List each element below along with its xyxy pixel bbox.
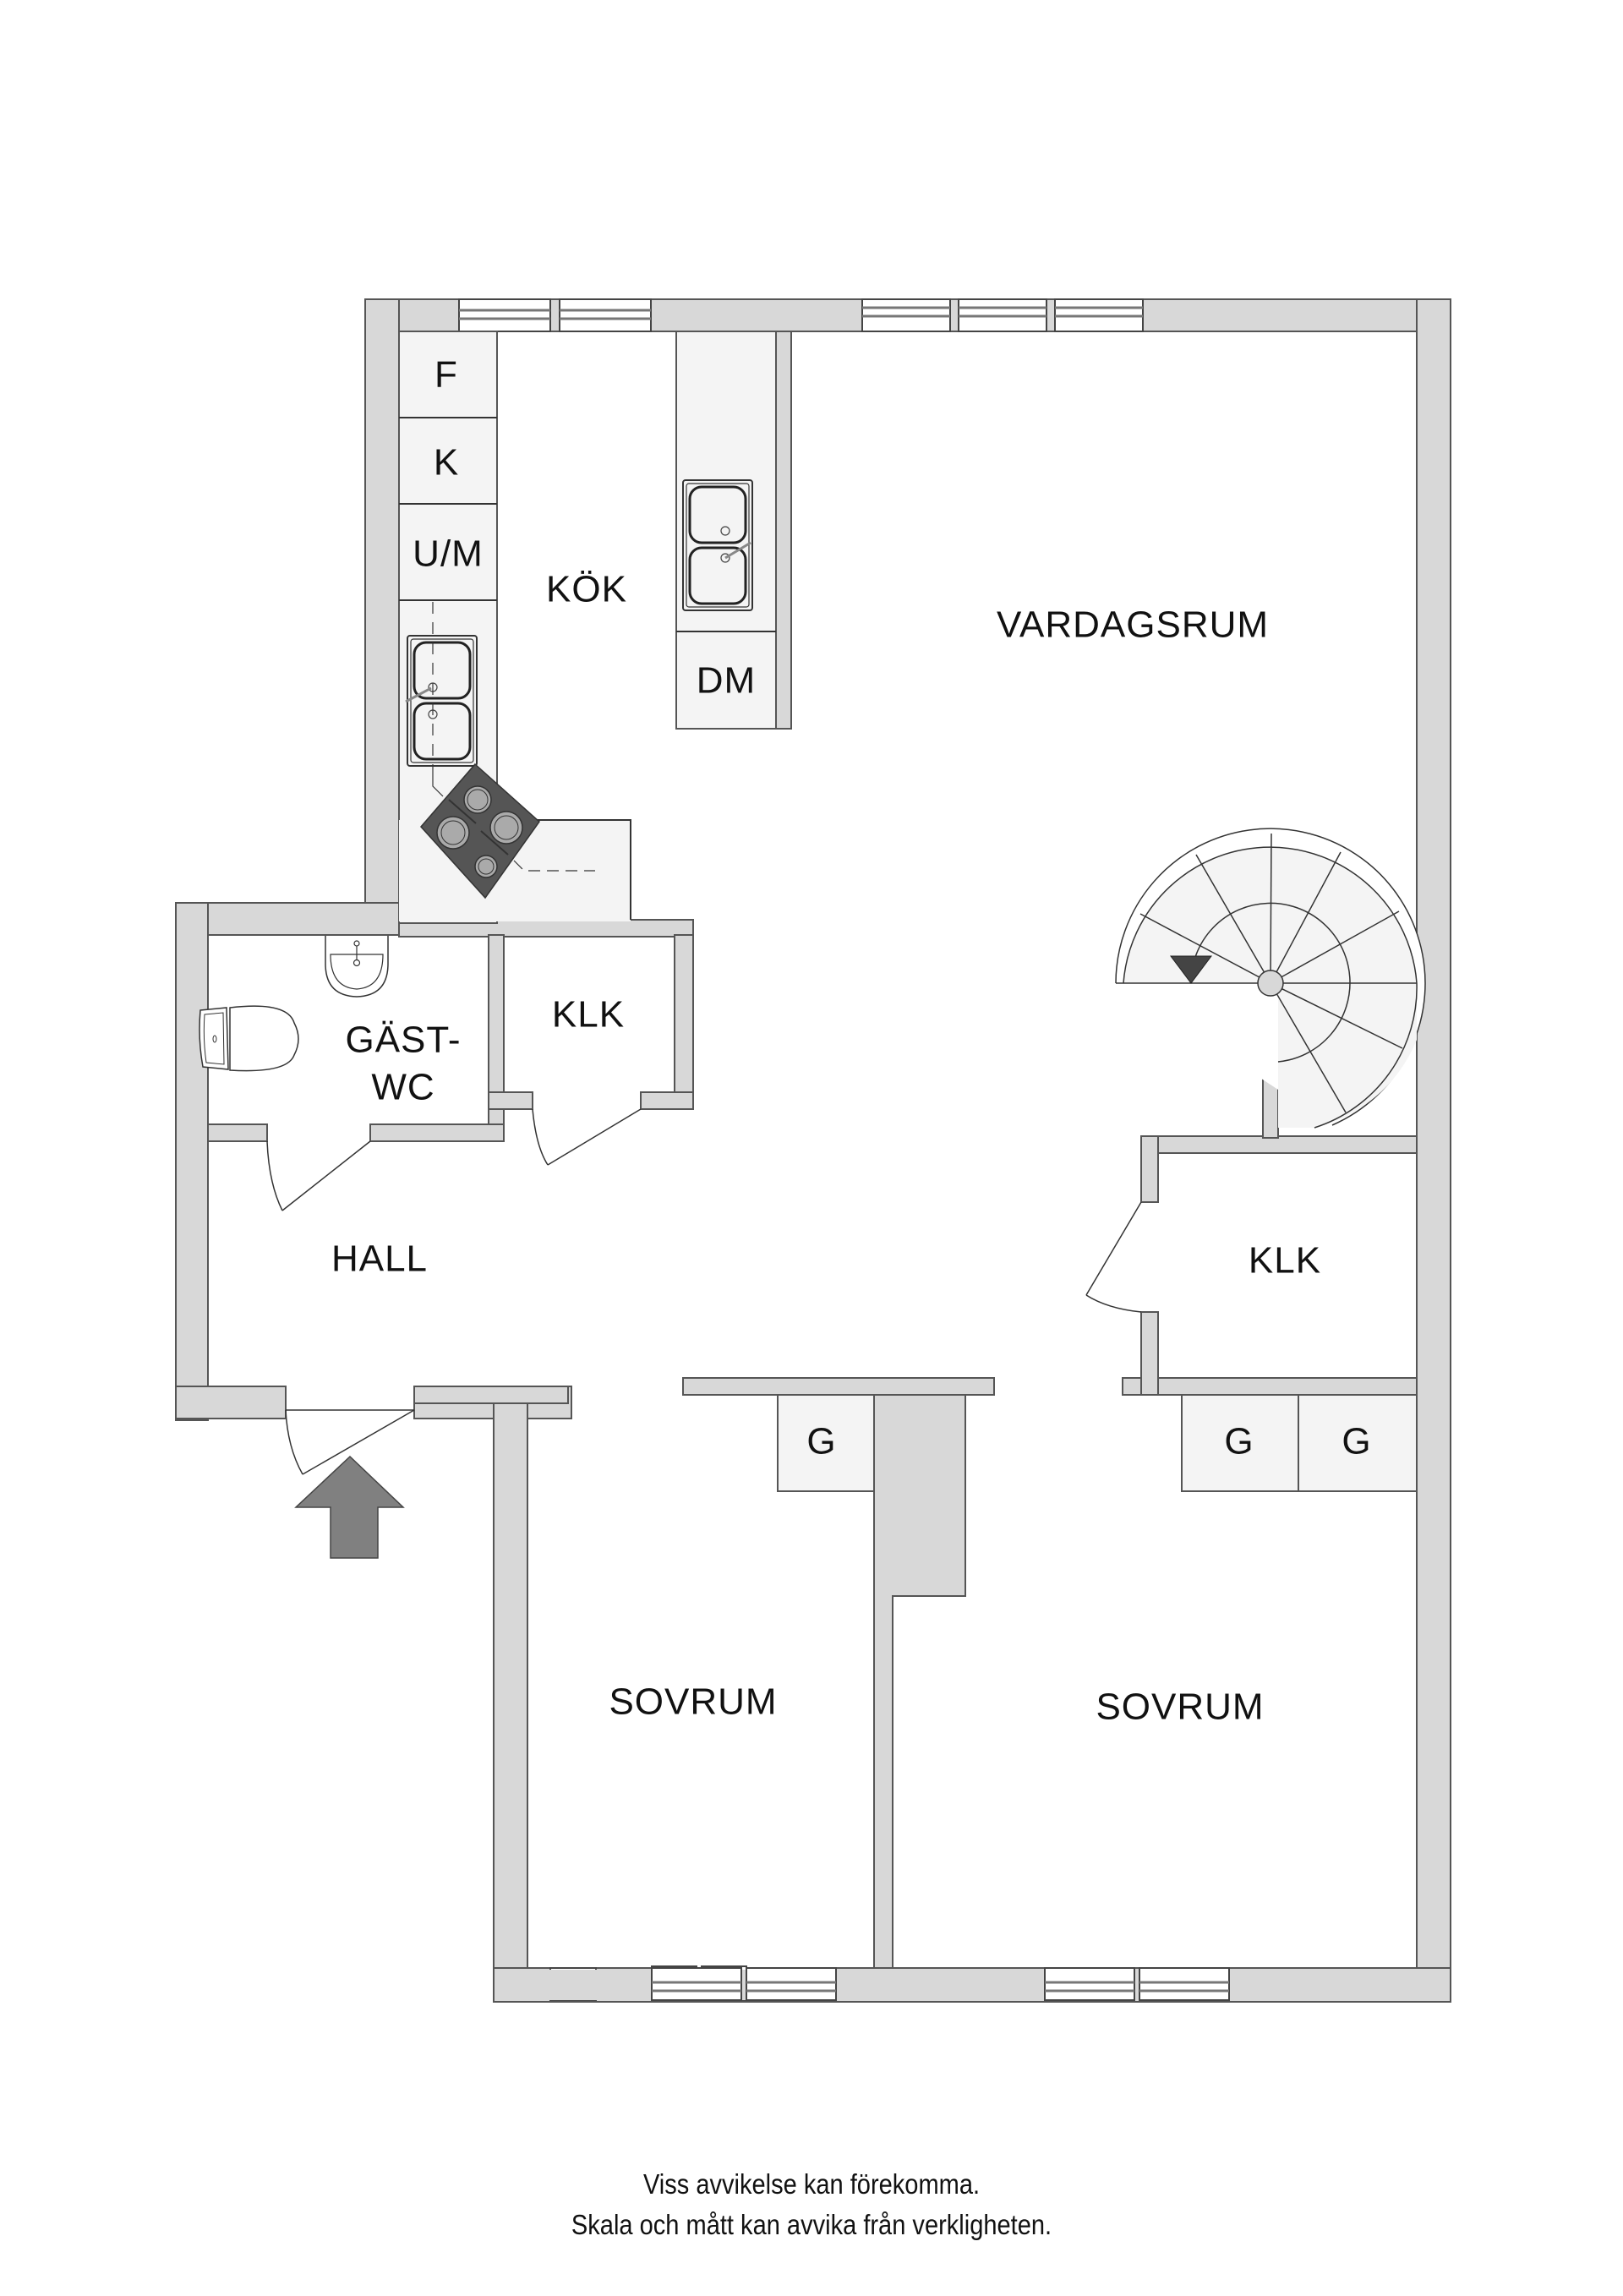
washbasin-icon <box>325 936 389 998</box>
freezer-label: K <box>434 442 459 484</box>
toilet-icon <box>199 1005 299 1072</box>
room-label-vardagsrum: VARDAGSRUM <box>997 604 1269 646</box>
spiral-stairs-icon <box>1115 828 1426 1129</box>
door-gast-wc <box>266 1140 371 1211</box>
walls <box>175 298 1451 2003</box>
window-top-living-2 <box>958 298 1047 332</box>
disclaimer-line-1: Viss avvikelse kan förekomma. <box>642 2168 981 2200</box>
room-label-gast-wc-line1: GÄST- <box>345 1020 461 1061</box>
wardrobe-right-1-label: G <box>1224 1421 1254 1462</box>
door-klk-left <box>532 1108 642 1166</box>
room-label-kok: KÖK <box>546 569 627 610</box>
dishwasher-cabinet: DM <box>697 660 756 702</box>
oven-micro-cabinet: U/M <box>413 533 484 575</box>
freezer-cabinet: K <box>434 442 459 484</box>
sink-left-icon <box>405 602 478 797</box>
room-label-sovrum-right: SOVRUM <box>1096 1686 1264 1728</box>
window-top-living-3 <box>1054 298 1144 332</box>
window-bottom-right-pair <box>1044 1967 1230 2001</box>
room-label-klk-right: KLK <box>1249 1240 1321 1282</box>
window-top-kitchen-2 <box>559 298 652 332</box>
stairs-down-triangle-icon <box>1170 955 1212 984</box>
sink-island-icon <box>682 479 753 611</box>
door-klk-right <box>1085 1201 1142 1313</box>
disclaimer: Viss avvikelse kan förekomma. Skala och … <box>0 2164 1623 2245</box>
disclaimer-line-2: Skala och mått kan avvika från verklighe… <box>571 2209 1052 2240</box>
window-top-living-1 <box>861 298 951 332</box>
window-top-kitchen-1 <box>458 298 551 332</box>
room-label-hall: HALL <box>331 1238 428 1280</box>
wardrobe-left: G <box>777 1394 875 1492</box>
room-label-sovrum-left: SOVRUM <box>609 1681 777 1723</box>
window-bottom-left-pair <box>529 1967 867 2001</box>
room-label-gast-wc-line2: WC <box>371 1067 434 1108</box>
wardrobe-right-1: G <box>1181 1394 1299 1492</box>
entrance-arrow-icon <box>294 1455 405 1559</box>
fridge-label: F <box>434 354 458 396</box>
wardrobe-right-2-label: G <box>1342 1421 1371 1462</box>
fridge-cabinet: F <box>434 354 458 396</box>
oven-micro-label: U/M <box>413 533 484 575</box>
stove-icon <box>419 763 595 899</box>
room-label-klk-left: KLK <box>552 994 625 1036</box>
wardrobe-left-label: G <box>806 1421 836 1462</box>
dishwasher-label: DM <box>697 660 756 702</box>
wardrobe-right-2: G <box>1298 1394 1418 1492</box>
door-entrance <box>285 1409 415 1475</box>
windows <box>458 298 1144 2001</box>
